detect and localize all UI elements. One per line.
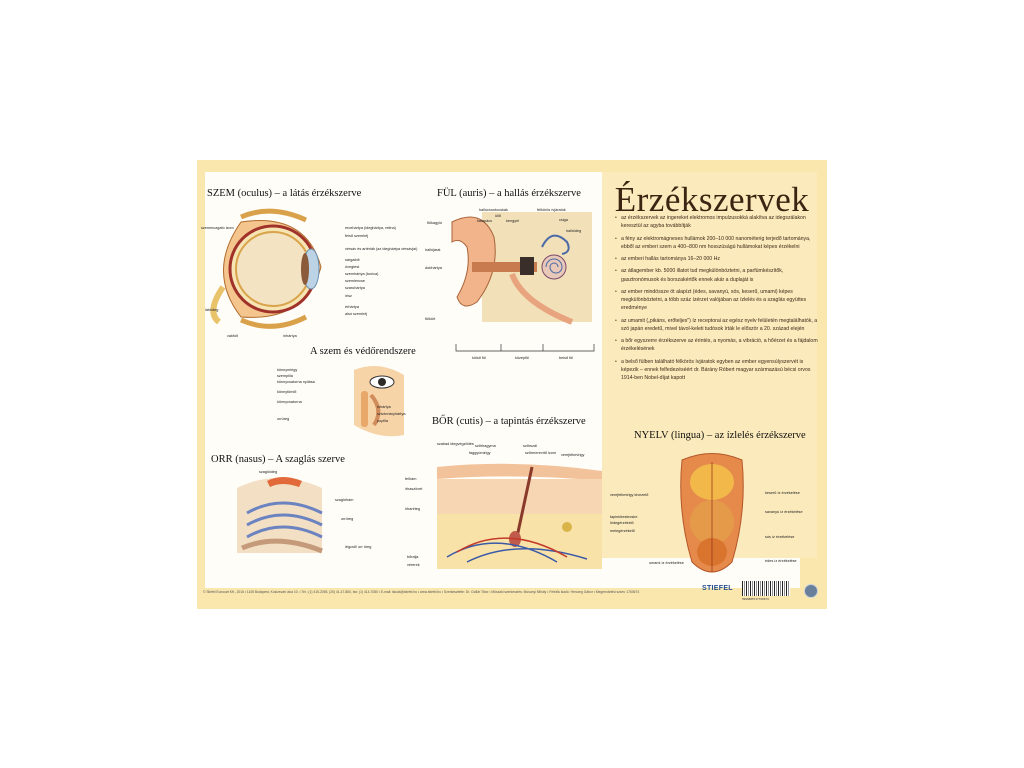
eye-label: vakfolt: [227, 334, 238, 338]
eye-protect-label: szivárványhártya: [377, 412, 406, 416]
tongue-label: sós íz érzékelése: [765, 535, 795, 539]
tongue-section-title: NYELV (lingua) – az ízlelés érzékszerve: [634, 430, 806, 441]
ear-label: belső fül: [559, 356, 574, 360]
stiefel-logo: STIEFEL: [702, 585, 733, 592]
ear-label: középfül: [515, 356, 530, 360]
eye-protect-label: pupilla: [377, 419, 388, 423]
ear-label: kalapács: [477, 219, 492, 223]
eye-protect-label: könnytömlő: [277, 390, 297, 394]
skin-label: szőrmerevítő izom: [525, 451, 557, 455]
nose-section-title: ORR (nasus) – A szaglás szerve: [211, 454, 345, 465]
fact-item: az átlagember kb. 5000 illatot tud megkü…: [615, 267, 820, 283]
tongue-label: édes íz érzékelése: [765, 559, 797, 563]
eye-label: szaruhártya: [345, 286, 365, 290]
ear-label: hallóideg: [566, 229, 582, 233]
skin-label: szőrszál: [523, 444, 537, 448]
eye-label: alsó szemhéj: [345, 312, 368, 316]
footer-text: © Stiefel Eurocart Kft., 2016 • 1105 Bud…: [203, 590, 640, 594]
facts-list: az érzékszervek az ingereket elektromos …: [607, 214, 820, 386]
eye-protection-diagram: [354, 366, 404, 437]
fact-item: a bőr egyszerre érzékszerve az érintés, …: [615, 337, 820, 353]
publisher-badge-icon: [804, 584, 818, 598]
barcode-icon: [742, 581, 790, 596]
eye-protect-label: könnymirigy: [277, 368, 298, 372]
skin-label: faggyúmirigy: [469, 451, 491, 455]
eye-label: sárgafolt: [345, 258, 360, 262]
skin-label: irhaszövet: [405, 487, 423, 491]
ear-label: fülkürt: [425, 317, 436, 321]
fact-item: a fény az elektromágneses hullámok 200–1…: [615, 235, 820, 251]
nose-label: szaglóideg: [259, 470, 278, 474]
eye-label: látóideg: [205, 308, 219, 312]
eye-section-title: SZEM (oculus) – a látás érzékszerve: [207, 188, 362, 199]
nose-label: orrüreg: [341, 517, 354, 521]
fact-item: a belső fülben található félkörös ívjára…: [615, 358, 820, 382]
ear-label: csiga: [559, 218, 568, 222]
fact-item: az ember mindössze öt alapízt (édes, sav…: [615, 288, 820, 312]
skin-section-title: BŐR (cutis) – a tapintás érzékszerve: [432, 416, 586, 427]
skin-label: hidegérzékelő: [610, 521, 634, 525]
ear-label: félkörös ívjáratok: [537, 208, 566, 212]
ear-label: hallócsontocskák: [479, 208, 508, 212]
barcode-number: 5999885717760674: [742, 597, 769, 601]
skin-label: tapintótestecske: [610, 515, 638, 519]
eye-protect-label: szempilla: [277, 374, 293, 378]
tongue-label: keserű íz érzékelése: [765, 491, 800, 495]
ear-region-bracket: [455, 344, 595, 352]
poster: Érzékszervek az érzékszervek az ingereke…: [197, 160, 827, 609]
nose-label: légcső/ orr üreg: [345, 545, 372, 549]
eye-label: vérsáv és artériák (az ideghártya vérsáv…: [345, 247, 418, 251]
eye-label: ínhártya: [283, 334, 297, 338]
skin-label: vérerek: [407, 563, 420, 567]
eye-protect-label: orrüreg: [277, 417, 290, 421]
skin-diagram: [437, 463, 602, 569]
tongue-diagram: [680, 453, 744, 573]
tongue-label: umami íz érzékelése: [649, 561, 684, 565]
eye-label: szemlencse: [345, 279, 366, 283]
eye-diagram: [210, 208, 322, 329]
skin-label: verejtékmirigy: [561, 453, 585, 457]
fact-item: az emberi hallás tartománya 16–20 000 Hz: [615, 255, 820, 263]
skin-label: verejtékmirigy kivezető: [610, 493, 649, 497]
nose-diagram: [237, 477, 323, 554]
ear-diagram: [451, 212, 592, 325]
fact-item: az érzékszervek az ingereket elektromos …: [615, 214, 820, 230]
skin-label: felhám: [405, 477, 417, 481]
eye-protect-label: könnycsatorna nyílása: [277, 380, 315, 384]
eye-label: szemmozgató izom: [201, 226, 234, 230]
ear-label: üllő: [495, 214, 501, 218]
nose-label: szaglóhám: [335, 498, 354, 502]
ear-label: fülkagyló: [427, 221, 442, 225]
ear-label: hallójárat: [425, 248, 441, 252]
eye-label: felső szemhéj: [345, 234, 369, 238]
skin-label: szőrhagyma: [475, 444, 496, 448]
eye-label: üvegtest: [345, 265, 360, 269]
skin-label: melegérzékelő: [610, 529, 635, 533]
tongue-label: savanyú íz érzékelése: [765, 510, 803, 514]
eye-protect-section-title: A szem és védőrendszere: [310, 346, 416, 357]
skin-label: szabad idegvégződés: [437, 442, 474, 446]
skin-label: bőralja: [407, 555, 419, 559]
eye-label: érhártya: [345, 305, 359, 309]
ear-label: kengyel: [506, 219, 520, 223]
eye-protect-label: ínhártya: [377, 405, 391, 409]
ear-section-title: FÜL (auris) – a hallás érzékszerve: [437, 188, 581, 199]
ear-label: dobhártya: [425, 266, 442, 270]
fact-item: az umamit („pikáns, erőteljes") íz recep…: [615, 317, 820, 333]
eye-protect-label: könnycsatorna: [277, 400, 302, 404]
eye-label: szemhártya (tunica): [345, 272, 379, 276]
skin-label: irharéteg: [405, 507, 420, 511]
eye-label: recehártya (ideghártya, retina): [345, 226, 396, 230]
eye-label: írisz: [345, 294, 352, 298]
page-title: Érzékszervek: [614, 180, 810, 219]
ear-label: külső fül: [472, 356, 486, 360]
